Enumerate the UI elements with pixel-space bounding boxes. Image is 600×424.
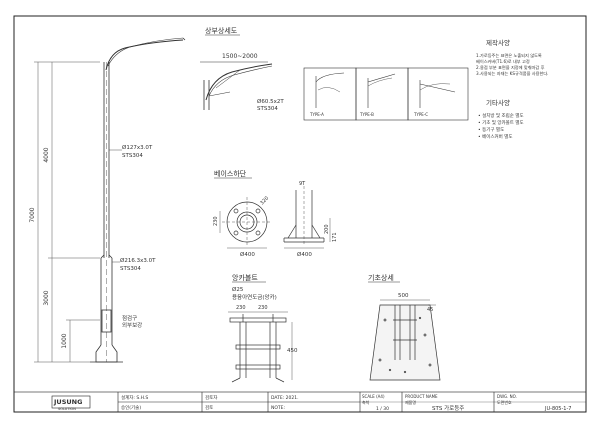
arm-material: STS304 xyxy=(257,106,278,112)
notes-item-1-1: 1.가로등주는 표면은 노출되지 않도록 xyxy=(476,52,542,59)
pole-lower-material: STS304 xyxy=(120,266,141,272)
pole-upper-material: STS304 xyxy=(122,153,143,159)
anchor-230-a: 230 xyxy=(236,305,246,311)
type-b-label: TYPE-B xyxy=(359,112,374,117)
title-block xyxy=(13,391,587,413)
found-45: 45 xyxy=(427,307,433,313)
dim-upper-label: 4000 xyxy=(43,147,50,162)
type-c-label: TYPE-C xyxy=(413,112,428,117)
anchor-bolt-drawing xyxy=(228,311,293,383)
section-foundation: 기초상세 xyxy=(368,273,394,282)
main-pole xyxy=(90,37,186,363)
pole-dimensions xyxy=(34,61,100,363)
arm-size: Ø60.5x2T xyxy=(257,98,284,105)
notes-item-1-3: 2.용접 부분 표면을 지정에 맞춰마감 후 xyxy=(476,64,545,71)
notes-item-2-4: • 베이스커버 별도 xyxy=(478,133,513,140)
company-logo: JUSUNG xyxy=(53,398,82,406)
date-field: DATE: 2021. xyxy=(271,395,299,401)
section-base-plate: 베이스하단 xyxy=(214,169,247,178)
dwg-number: JU-805-1-7 xyxy=(544,406,571,412)
anchor-230-b: 230 xyxy=(258,305,268,311)
dim-base-label: 1000 xyxy=(61,333,68,348)
company-logo-sub: SOLUTION xyxy=(58,407,76,411)
pole-upper-size: Ø127x3.0T xyxy=(122,144,153,151)
notes-item-1-4: 3.사용되는 자재는 KS규격품을 사용한다. xyxy=(476,70,549,77)
dim-lower-label: 3000 xyxy=(43,290,50,305)
section-anchor-bolt: 앙카볼트 xyxy=(232,273,258,282)
dwg-label-kr: 도면번호 xyxy=(497,399,512,405)
designer-label: 설계자: S.H.S xyxy=(121,394,148,401)
anchor-spec: Ø25 xyxy=(232,286,244,293)
plate-9t: 9T xyxy=(299,181,306,187)
product-label-kr: 제품명 xyxy=(405,399,416,405)
found-500: 500 xyxy=(398,293,409,299)
pole-lower-size: Ø216.3x3.0T xyxy=(120,257,156,264)
product-label: PRODUCT NAME xyxy=(405,394,438,399)
door-label: 점검구 xyxy=(122,315,137,322)
plate-section-dia: Ø400 xyxy=(297,251,312,258)
dim-total-label: 7000 xyxy=(29,207,36,222)
plate-171: 171 xyxy=(332,232,338,242)
dwg-label: DWG. NO. xyxy=(497,394,517,399)
notes-title-1: 제작사양 xyxy=(486,38,510,47)
notes-item-2-2: • 기초 및 앙카볼트 별도 xyxy=(478,119,524,126)
plate-dia: Ø400 xyxy=(240,251,255,258)
approver-label: 승인(기술) xyxy=(121,404,141,411)
arm-types xyxy=(303,67,469,121)
arm-length: 1500~2000 xyxy=(222,53,258,60)
anchor-desc: 용융아연도금(앙카) xyxy=(232,293,277,301)
product-name: STS 가로등주 xyxy=(432,404,464,412)
plate-230: 230 xyxy=(213,216,219,226)
notes-title-2: 기타사양 xyxy=(486,98,510,107)
plate-320: 320 xyxy=(259,195,270,206)
plate-200: 200 xyxy=(324,224,330,234)
base-plate-section xyxy=(283,186,331,249)
door-label-2: 외부보강 xyxy=(122,322,142,329)
type-a-label: TYPE-A xyxy=(309,112,324,117)
notes-item-2-1: • 설치방 및 조립순 별도 xyxy=(478,112,524,119)
check-label: 검토자 xyxy=(205,394,218,401)
notes-item-2-3: • 등기구 별도 xyxy=(478,126,504,133)
review-label: 검토 xyxy=(205,404,213,411)
scale-value-label: 축척 xyxy=(362,399,370,405)
notes-item-1-2: 베이스커버(T1.6)로 내부 고정 xyxy=(476,58,530,65)
anchor-450: 450 xyxy=(287,348,298,354)
base-plate-plan xyxy=(219,197,272,249)
scale-label: SCALE (A4) xyxy=(362,394,385,399)
scale-value: 1 / 30 xyxy=(376,406,389,412)
arm-detail xyxy=(200,61,273,110)
section-top-detail: 상부상세도 xyxy=(205,26,238,35)
foundation-drawing xyxy=(369,299,441,381)
note-label: NOTE: xyxy=(271,405,285,411)
